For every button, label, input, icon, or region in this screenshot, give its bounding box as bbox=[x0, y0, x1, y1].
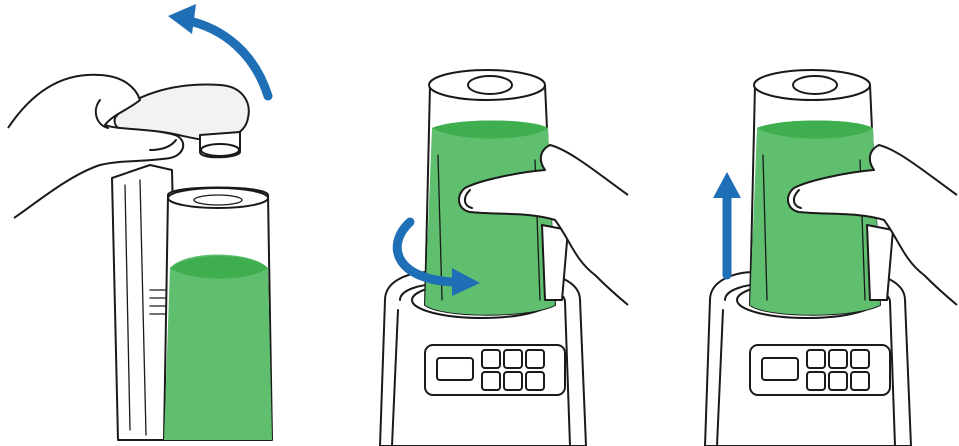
timer-button[interactable] bbox=[851, 350, 869, 368]
speed-button[interactable] bbox=[829, 350, 847, 368]
program-button-2[interactable] bbox=[504, 372, 522, 390]
speed-button[interactable] bbox=[504, 350, 522, 368]
program-button-1[interactable] bbox=[807, 372, 825, 390]
panel-step-lift-cup bbox=[655, 0, 959, 446]
program-button-2[interactable] bbox=[829, 372, 847, 390]
pulse-button[interactable] bbox=[807, 350, 825, 368]
start-button[interactable] bbox=[526, 372, 544, 390]
start-button[interactable] bbox=[851, 372, 869, 390]
display-screen bbox=[437, 358, 473, 380]
cup-icon bbox=[164, 188, 272, 441]
timer-button[interactable] bbox=[526, 350, 544, 368]
panel-step-attach-lid bbox=[0, 0, 320, 446]
display-screen bbox=[762, 358, 798, 380]
liquid bbox=[164, 255, 272, 441]
program-button-1[interactable] bbox=[482, 372, 500, 390]
panel-step-twist-cup bbox=[330, 0, 630, 446]
pulse-button[interactable] bbox=[482, 350, 500, 368]
straight-up-arrow bbox=[713, 172, 741, 275]
curved-up-arrow bbox=[168, 4, 268, 96]
